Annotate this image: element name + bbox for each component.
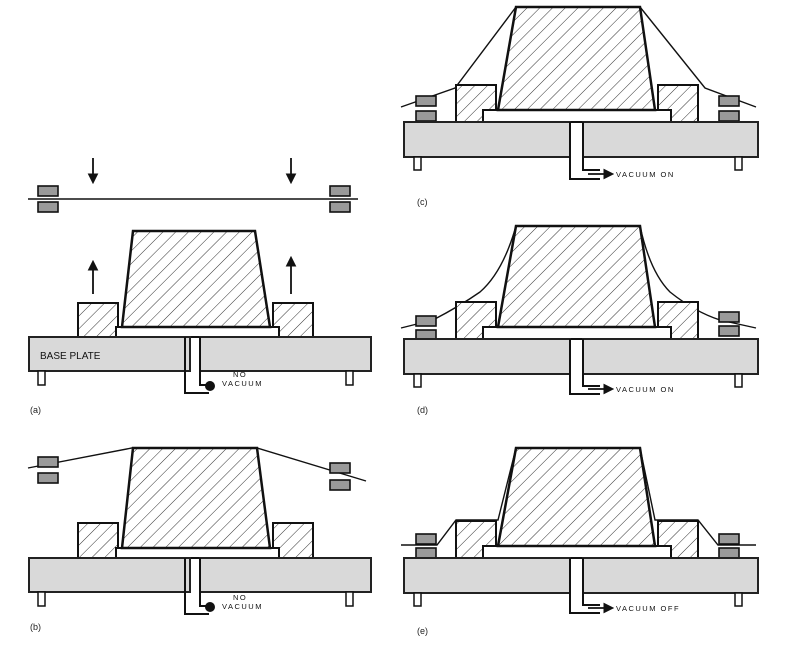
- side-block-left: [77, 522, 119, 559]
- base-plate-right: [582, 338, 759, 375]
- base-plate-left: [28, 557, 191, 593]
- clamp-left: [415, 533, 437, 559]
- vacuum-status: VACUUM ON: [616, 170, 675, 179]
- clamp-left: [415, 95, 437, 122]
- mold-base-pad: [115, 326, 280, 338]
- panel-b: NO VACUUM (b): [27, 446, 372, 632]
- foot-left: [413, 156, 422, 171]
- vacuum-status-line1: NO: [233, 370, 247, 379]
- vacuum-pipe: [569, 339, 600, 395]
- clamp-left: [415, 315, 437, 341]
- base-plate-left: [403, 338, 571, 375]
- base-plate-right: [582, 121, 759, 158]
- foot-right: [734, 156, 743, 171]
- panel-caption: (b): [30, 622, 41, 632]
- panel-caption: (d): [417, 405, 428, 415]
- base-plate-left: [28, 336, 191, 372]
- vacuum-status-line2: VACUUM: [222, 379, 263, 388]
- vacuum-pipe: [184, 337, 209, 394]
- base-plate-left: [403, 121, 571, 158]
- clamp-right: [718, 311, 740, 337]
- vacuum-status: VACUUM OFF: [616, 604, 680, 613]
- vacuum-pipe: [569, 122, 600, 180]
- foot-right: [734, 373, 743, 388]
- mold-base-pad: [482, 545, 672, 559]
- foot-left: [37, 591, 46, 607]
- vacuum-status: VACUUM ON: [616, 385, 675, 394]
- clamp-left: [37, 185, 59, 213]
- mold: [496, 224, 657, 329]
- foot-right: [734, 592, 743, 607]
- panel-d: VACUUM ON (d): [400, 224, 759, 415]
- mold-base-pad: [115, 547, 280, 559]
- foot-left: [413, 373, 422, 388]
- clamp-right: [718, 533, 740, 559]
- vacuum-pipe: [569, 558, 600, 614]
- vacuum-pipe: [184, 558, 209, 615]
- panel-caption: (a): [30, 405, 41, 415]
- clamp-left: [37, 456, 59, 484]
- foot-left: [413, 592, 422, 607]
- side-block-left: [77, 302, 119, 338]
- base-plate-label: BASE PLATE: [40, 351, 101, 362]
- panel-a: BASE PLATE NO VACUUM (a): [28, 158, 372, 415]
- clamp-right: [329, 185, 351, 213]
- panel-e: VACUUM OFF (e): [401, 446, 759, 636]
- base-plate-right: [582, 557, 759, 594]
- panel-caption: (c): [417, 197, 428, 207]
- base-plate-left: [403, 557, 571, 594]
- vacuum-status-line1: NO: [233, 593, 247, 602]
- mold-base-pad: [482, 326, 672, 340]
- mold: [120, 446, 272, 550]
- panel-caption: (e): [417, 626, 428, 636]
- valve-icon: [205, 381, 215, 391]
- base-plate-right: [199, 336, 372, 372]
- base-plate-right: [199, 557, 372, 593]
- panel-c: VACUUM ON (c): [400, 5, 759, 207]
- mold-base-pad: [482, 109, 672, 123]
- clamp-right: [329, 462, 351, 491]
- foot-left: [37, 370, 46, 386]
- mold: [496, 5, 657, 112]
- clamp-right: [718, 95, 740, 122]
- mold: [120, 229, 272, 329]
- vacuum-status-line2: VACUUM: [222, 602, 263, 611]
- foot-right: [345, 591, 354, 607]
- mold: [496, 446, 657, 548]
- valve-icon: [205, 602, 215, 612]
- foot-right: [345, 370, 354, 386]
